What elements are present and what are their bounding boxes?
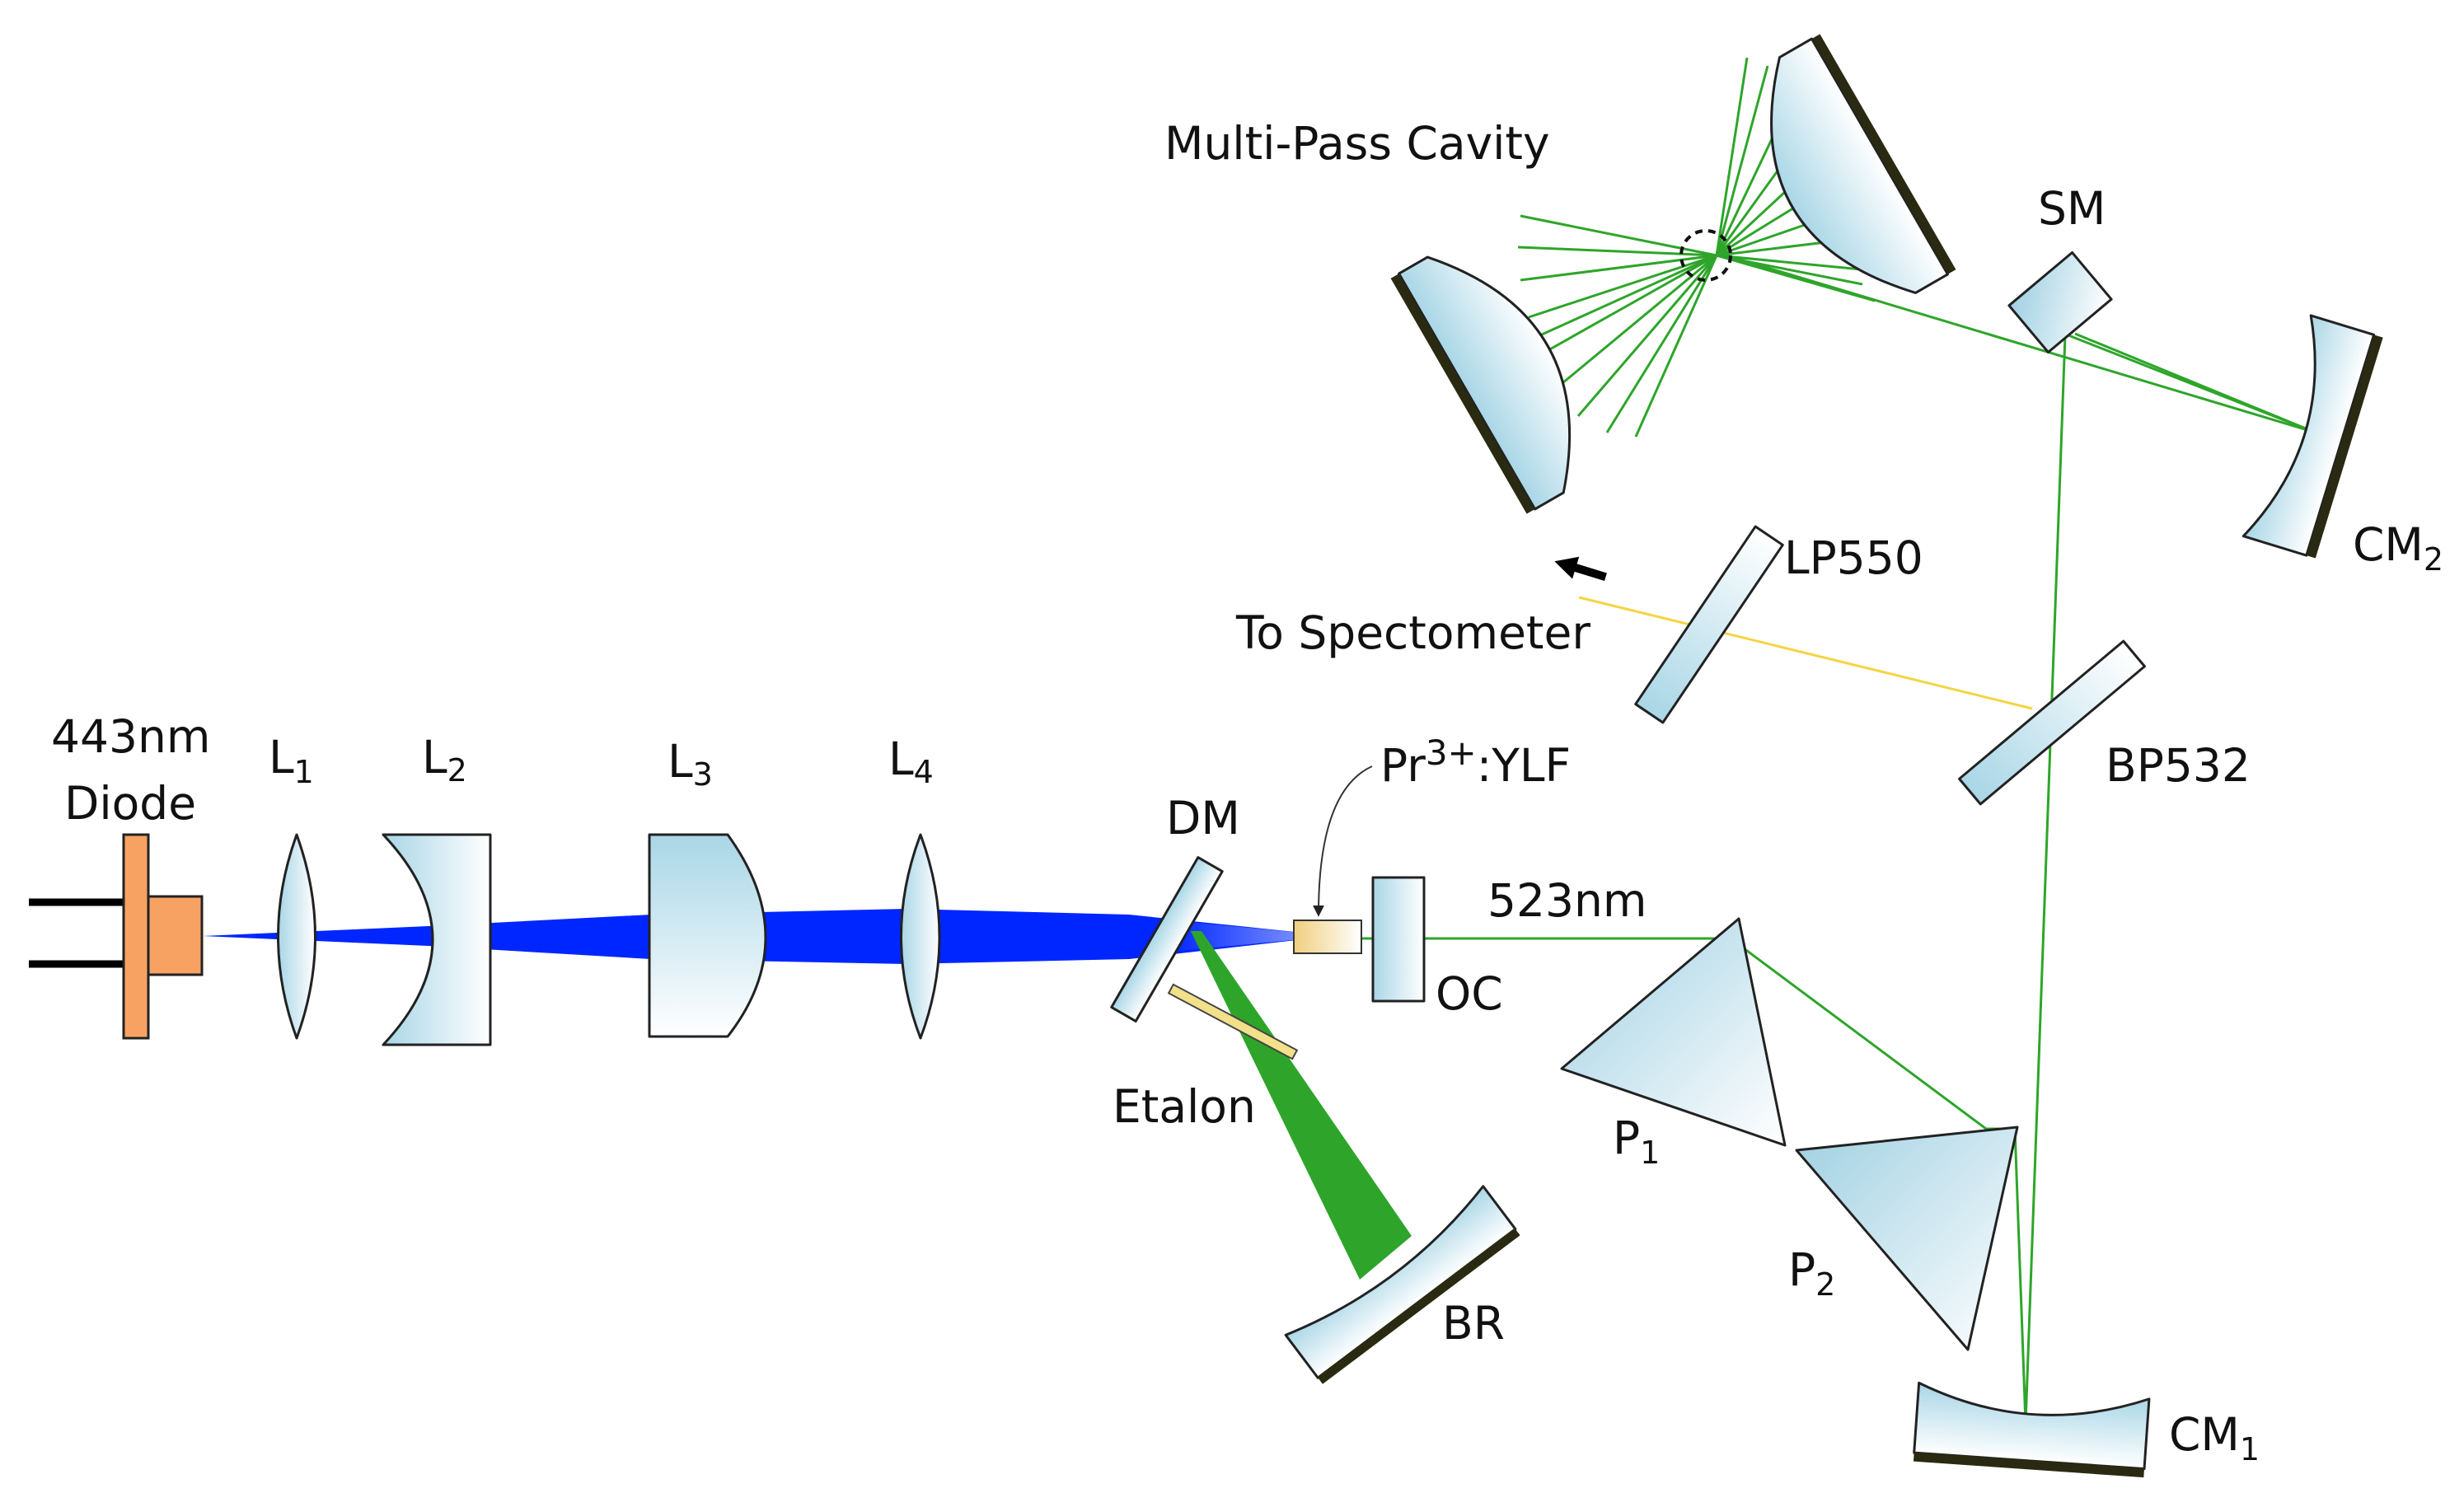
diode-source: [29, 833, 204, 1040]
label-crystal: Pr3+:YLF: [1380, 732, 1571, 792]
lens-l3: [648, 833, 767, 1038]
label-l2: L2: [422, 731, 467, 789]
crystal: [1293, 920, 1362, 954]
label-br: BR: [1442, 1297, 1505, 1350]
prism-p1: [1560, 917, 1787, 1147]
curved-mirror-cm2: [2241, 314, 2383, 559]
label-lp550: LP550: [1784, 531, 1923, 584]
label-sm: SM: [2038, 182, 2106, 235]
multipass-mirror-right: [1770, 34, 1956, 294]
label-cm1: CM1: [2169, 1408, 2260, 1467]
label-cm2: CM2: [2353, 518, 2443, 578]
green-beam-to-br: [1191, 931, 1412, 1280]
crystal-pointer: [1313, 765, 1373, 917]
multipass-mirror-left: [1390, 255, 1572, 514]
prism-p2: [1795, 1126, 2019, 1351]
label-p2: P2: [1788, 1243, 1835, 1303]
steering-mirror: [2007, 251, 2113, 353]
back-reflector: [1284, 1185, 1520, 1384]
label-l3: L3: [668, 735, 713, 793]
label-l1: L1: [269, 731, 314, 790]
label-spectrometer: To Spectometer: [1235, 606, 1590, 659]
label-diode-wavelength: 443nm: [51, 710, 210, 763]
focus-spot: [1679, 229, 1732, 282]
label-diode: Diode: [64, 777, 196, 830]
label-p1: P1: [1613, 1112, 1660, 1171]
lens-l4: [900, 833, 941, 1040]
dichroic-mirror: [1110, 856, 1224, 1023]
spectrometer-beam: [1578, 596, 2033, 710]
label-wavelength: 523nm: [1487, 874, 1647, 927]
label-oc: OC: [1436, 967, 1503, 1020]
spectrometer-arrow: [1554, 556, 1607, 582]
lens-l1: [277, 833, 316, 1040]
label-bp532: BP532: [2106, 739, 2251, 792]
label-multipass: Multi-Pass Cavity: [1164, 117, 1550, 170]
label-l4: L4: [888, 732, 934, 790]
filter-bp532: [1958, 639, 2146, 806]
lens-l2: [382, 833, 492, 1046]
curved-mirror-cm1: [1913, 1381, 2151, 1478]
label-etalon: Etalon: [1113, 1080, 1256, 1133]
etalon: [1167, 983, 1299, 1060]
label-dm: DM: [1166, 792, 1240, 845]
filter-lp550: [1634, 525, 1784, 724]
laser-rays: [1351, 251, 2316, 1425]
output-coupler: [1371, 876, 1426, 1003]
